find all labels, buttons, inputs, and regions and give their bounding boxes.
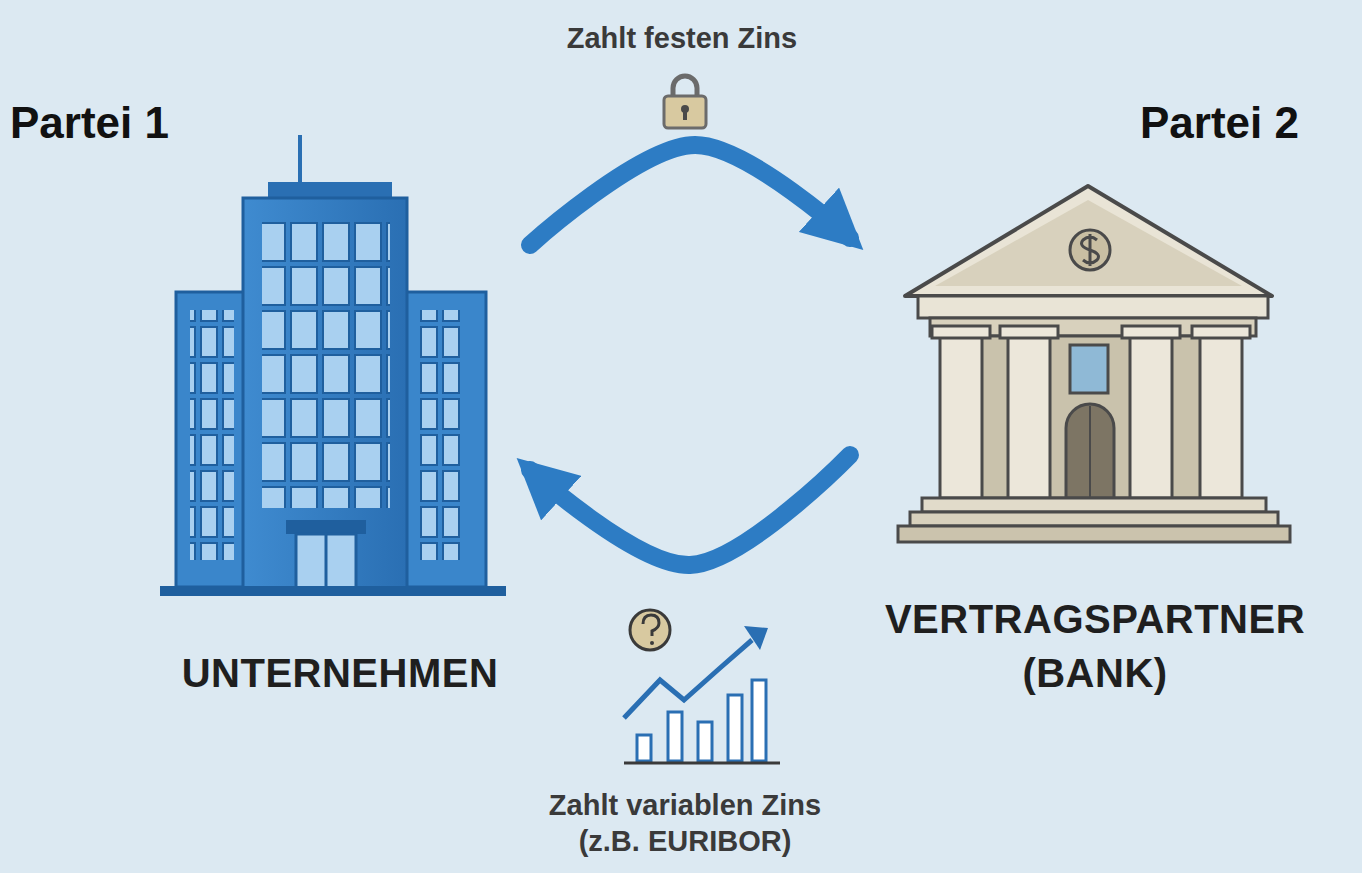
- node-label: VERTRAGSPARTNER (BANK): [850, 592, 1340, 700]
- company-node: UNTERNEHMEN: [150, 130, 530, 700]
- swap-arrow: [530, 145, 850, 245]
- bank-building: [898, 186, 1290, 542]
- edge-label: Zahlt variablen Zins (z.B. EURIBOR): [520, 787, 850, 860]
- swap-arrow: [530, 455, 850, 565]
- party-label: Partei 2: [1140, 98, 1299, 148]
- chart-icon: [624, 610, 780, 763]
- office-building: [160, 135, 506, 596]
- node-label: UNTERNEHMEN: [182, 646, 499, 700]
- party-label: Partei 1: [10, 98, 169, 148]
- bank-node: VERTRAGSPARTNER (BANK): [850, 175, 1340, 700]
- lock-icon: [664, 76, 706, 128]
- edge-label: Zahlt festen Zins: [482, 20, 882, 56]
